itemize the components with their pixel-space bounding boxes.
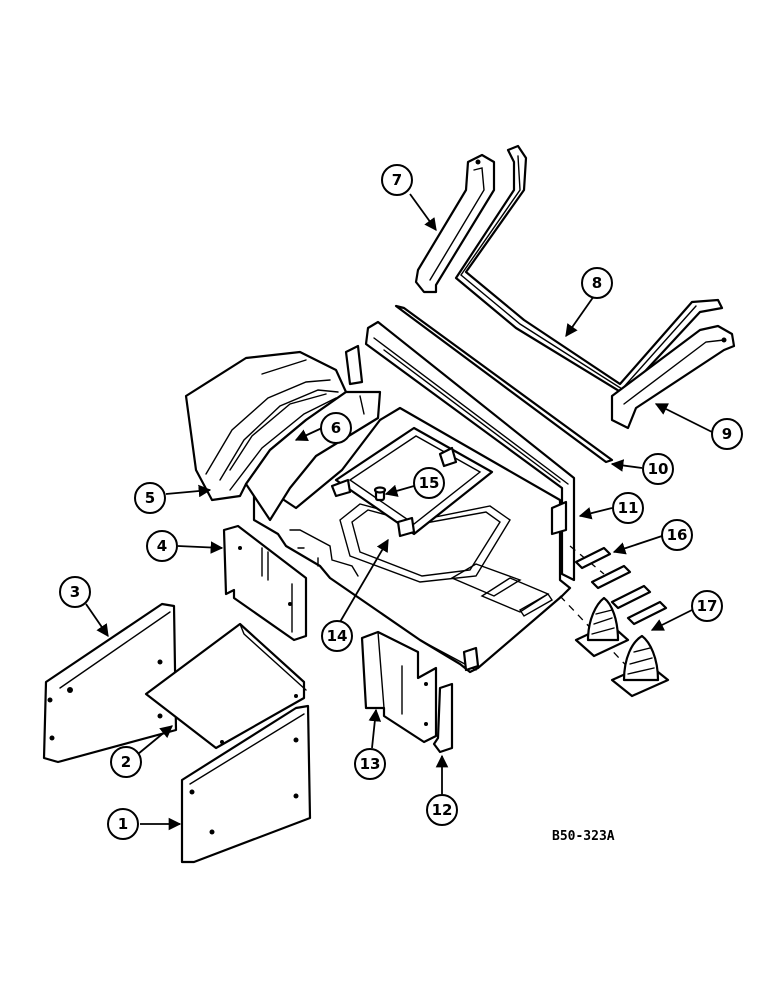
callout-label: 17 bbox=[697, 597, 718, 615]
callout-10: 10 bbox=[642, 453, 674, 485]
callout-label: 14 bbox=[327, 627, 348, 645]
callout-13: 13 bbox=[354, 748, 386, 780]
callout-9: 9 bbox=[711, 418, 743, 450]
callout-3: 3 bbox=[59, 576, 91, 608]
callout-label: 3 bbox=[70, 583, 80, 601]
callout-label: 6 bbox=[331, 419, 341, 437]
callout-14: 14 bbox=[321, 620, 353, 652]
reference-code: B50-323A bbox=[552, 829, 615, 844]
callout-2: 2 bbox=[110, 746, 142, 778]
callout-label: 7 bbox=[392, 171, 402, 189]
part-13-angle-bracket bbox=[360, 630, 438, 744]
callout-label: 9 bbox=[722, 425, 732, 443]
callout-label: 15 bbox=[419, 474, 440, 492]
callout-label: 2 bbox=[121, 753, 131, 771]
callout-label: 1 bbox=[118, 815, 128, 833]
part-17-boots bbox=[574, 596, 670, 698]
callout-label: 8 bbox=[592, 274, 602, 292]
callout-label: 4 bbox=[157, 537, 167, 555]
callout-8: 8 bbox=[581, 267, 613, 299]
part-1-side-panel bbox=[180, 704, 312, 864]
callout-4: 4 bbox=[146, 530, 178, 562]
part-12-strip bbox=[432, 682, 454, 754]
callout-label: 16 bbox=[667, 526, 688, 544]
callout-7: 7 bbox=[381, 164, 413, 196]
part-7-bracket bbox=[414, 153, 496, 294]
leader-lines bbox=[85, 193, 713, 831]
callout-label: 13 bbox=[360, 755, 381, 773]
part-2-flat-plate bbox=[144, 622, 307, 750]
part-4-side-plate bbox=[222, 524, 308, 642]
callout-label: 10 bbox=[648, 460, 669, 478]
callout-1: 1 bbox=[107, 808, 139, 840]
callout-16: 16 bbox=[661, 519, 693, 551]
callout-label: 11 bbox=[618, 499, 639, 517]
part-15-stud bbox=[373, 486, 387, 502]
callout-11: 11 bbox=[612, 492, 644, 524]
part-9-bracket bbox=[610, 324, 736, 430]
callout-15: 15 bbox=[413, 467, 445, 499]
callout-5: 5 bbox=[134, 482, 166, 514]
part-8-u-bar bbox=[454, 144, 724, 396]
part-3-side-panel bbox=[42, 602, 178, 764]
callout-6: 6 bbox=[320, 412, 352, 444]
part-16-strips bbox=[574, 546, 668, 626]
callout-12: 12 bbox=[426, 794, 458, 826]
callout-17: 17 bbox=[691, 590, 723, 622]
callout-label: 5 bbox=[145, 489, 155, 507]
callout-label: 12 bbox=[432, 801, 453, 819]
